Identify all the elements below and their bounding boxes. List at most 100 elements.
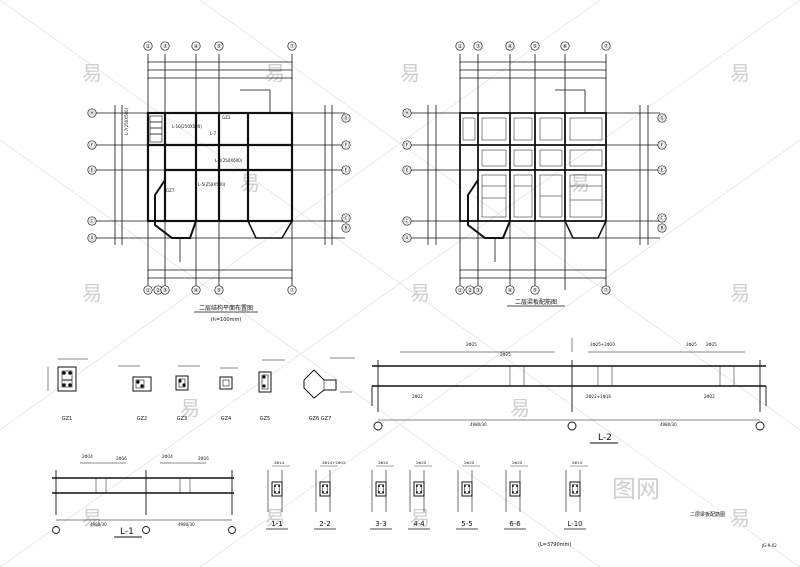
beam-label: L-5(250X500) [198,182,226,187]
beam-note: 2Φ16 [116,456,127,461]
axis-label: Ⓗ [404,109,410,117]
column-label: GZ1 [62,416,72,422]
axis-label: ⑥ [563,44,568,50]
beam-note: 2Φ16 [198,456,209,461]
axis-label: Ⓕ [89,141,95,149]
watermark-char: 易 [510,396,530,420]
beam-label: L-4(250X600) [215,158,243,163]
section-label: 1-1 [271,520,282,528]
axis-marker: ① [143,41,153,51]
axis-marker: ⑦ [601,285,611,295]
axis-marker: Ⓐ [87,233,97,243]
beam-span: 4980/30 [470,422,487,427]
watermark-char: 易 [82,61,102,85]
axis-label: Ⓕ [659,141,665,149]
beam-label: L-7 [210,131,217,136]
beam-span: 4980/30 [90,522,107,527]
beam-label: GZ7 [166,188,175,193]
axis-marker: Ⓒ [657,213,667,223]
beam-l2-label: L-2 [598,433,612,443]
axis-label: ① [458,288,463,294]
beam-span: 4980/30 [660,422,677,427]
beam-l1-label: L-1 [120,527,134,537]
column-label: GZ4 [221,416,231,422]
axis-label: Ⓒ [89,217,95,225]
axis-marker: ④ [505,285,515,295]
column-label: GZ3 [177,416,187,422]
axis-marker: ⑦ [601,41,611,51]
axis-label: Ⓖ [659,114,665,122]
axis-label: Ⓔ [404,166,410,174]
axis-marker: Ⓖ [341,113,351,123]
beam-note: 2Φ14 [82,454,93,459]
axis-marker: Ⓗ [402,108,412,118]
axis-marker: Ⓕ [657,140,667,150]
column-gz3 [175,365,200,391]
beam-note: 2Φ25 [466,342,477,347]
watermark-char: 易 [82,281,102,305]
watermark-char: 易 [400,61,420,85]
axis-label: ③ [163,288,168,294]
axis-label: ⑦ [604,287,609,294]
axis-marker: Ⓒ [341,213,351,223]
watermark-char: 易 [82,506,102,530]
axis-label: Ⓗ [89,109,95,117]
axis-marker: ① [455,285,465,295]
axis-label: ④ [508,288,513,294]
watermark-char: 易 [240,171,260,195]
axis-label: ① [458,44,463,50]
axis-marker: Ⓔ [341,165,351,175]
axis-marker: ③ [473,41,483,51]
axis-marker: Ⓖ [657,113,667,123]
axis-label: ④ [508,44,513,50]
axis-label: ③ [476,288,481,294]
axis-label: ② [156,287,161,294]
axis-marker: ⑦ [287,285,297,295]
watermark-char: 易 [265,506,285,530]
beam-span: 4980/30 [178,522,195,527]
beam-l1-elevation [52,462,236,534]
beam-note: 2Φ14 [162,454,173,459]
axis-label: ⑤ [217,44,222,50]
column-gz1 [47,358,88,392]
axis-marker: Ⓗ [87,108,97,118]
axis-label: Ⓒ [659,214,665,222]
axis-label: Ⓒ [404,217,410,225]
beam-sections: 2Φ141-12Φ14+2Φ122-22Φ203-32Φ204-42Φ205-5… [266,460,588,530]
beam-note: 2Φ25 [706,342,717,347]
detail-title: 二层梁板配筋图 [690,511,725,518]
axis-label: Ⓕ [343,141,349,149]
section-note: 2Φ14 [572,460,583,465]
beam-note: 2Φ22+1Φ16 [586,394,611,399]
axis-marker: ② [465,285,475,295]
beam-note: 2Φ22 [412,394,423,399]
plan-left-subtitle: (h=100mm) [211,317,242,323]
plan-right-title: 二层梁板配筋图 [515,298,557,306]
watermark-char: 易 [410,506,430,530]
plan-left-title: 二层结构平面布置图 [199,304,253,312]
section-note: 2Φ20 [464,460,475,465]
axis-marker: ④ [505,41,515,51]
axis-label: ⑤ [217,288,222,294]
watermark-logo: 图网 [612,475,660,503]
axis-marker: ⑦ [287,41,297,51]
axis-marker: ④ [191,285,201,295]
axis-label: ⑤ [533,288,538,294]
watermark-char: 易 [730,506,750,530]
axis-marker: Ⓒ [402,216,412,226]
axis-label: Ⓐ [404,234,410,242]
watermark-char: 易 [570,171,590,195]
beam-label: GZ3 [222,115,231,120]
axis-marker: Ⓐ [402,233,412,243]
column-label: GZ6 GZ7 [309,416,332,422]
axis-label: ④ [194,288,199,294]
plan-left-floor-structure [95,54,345,290]
